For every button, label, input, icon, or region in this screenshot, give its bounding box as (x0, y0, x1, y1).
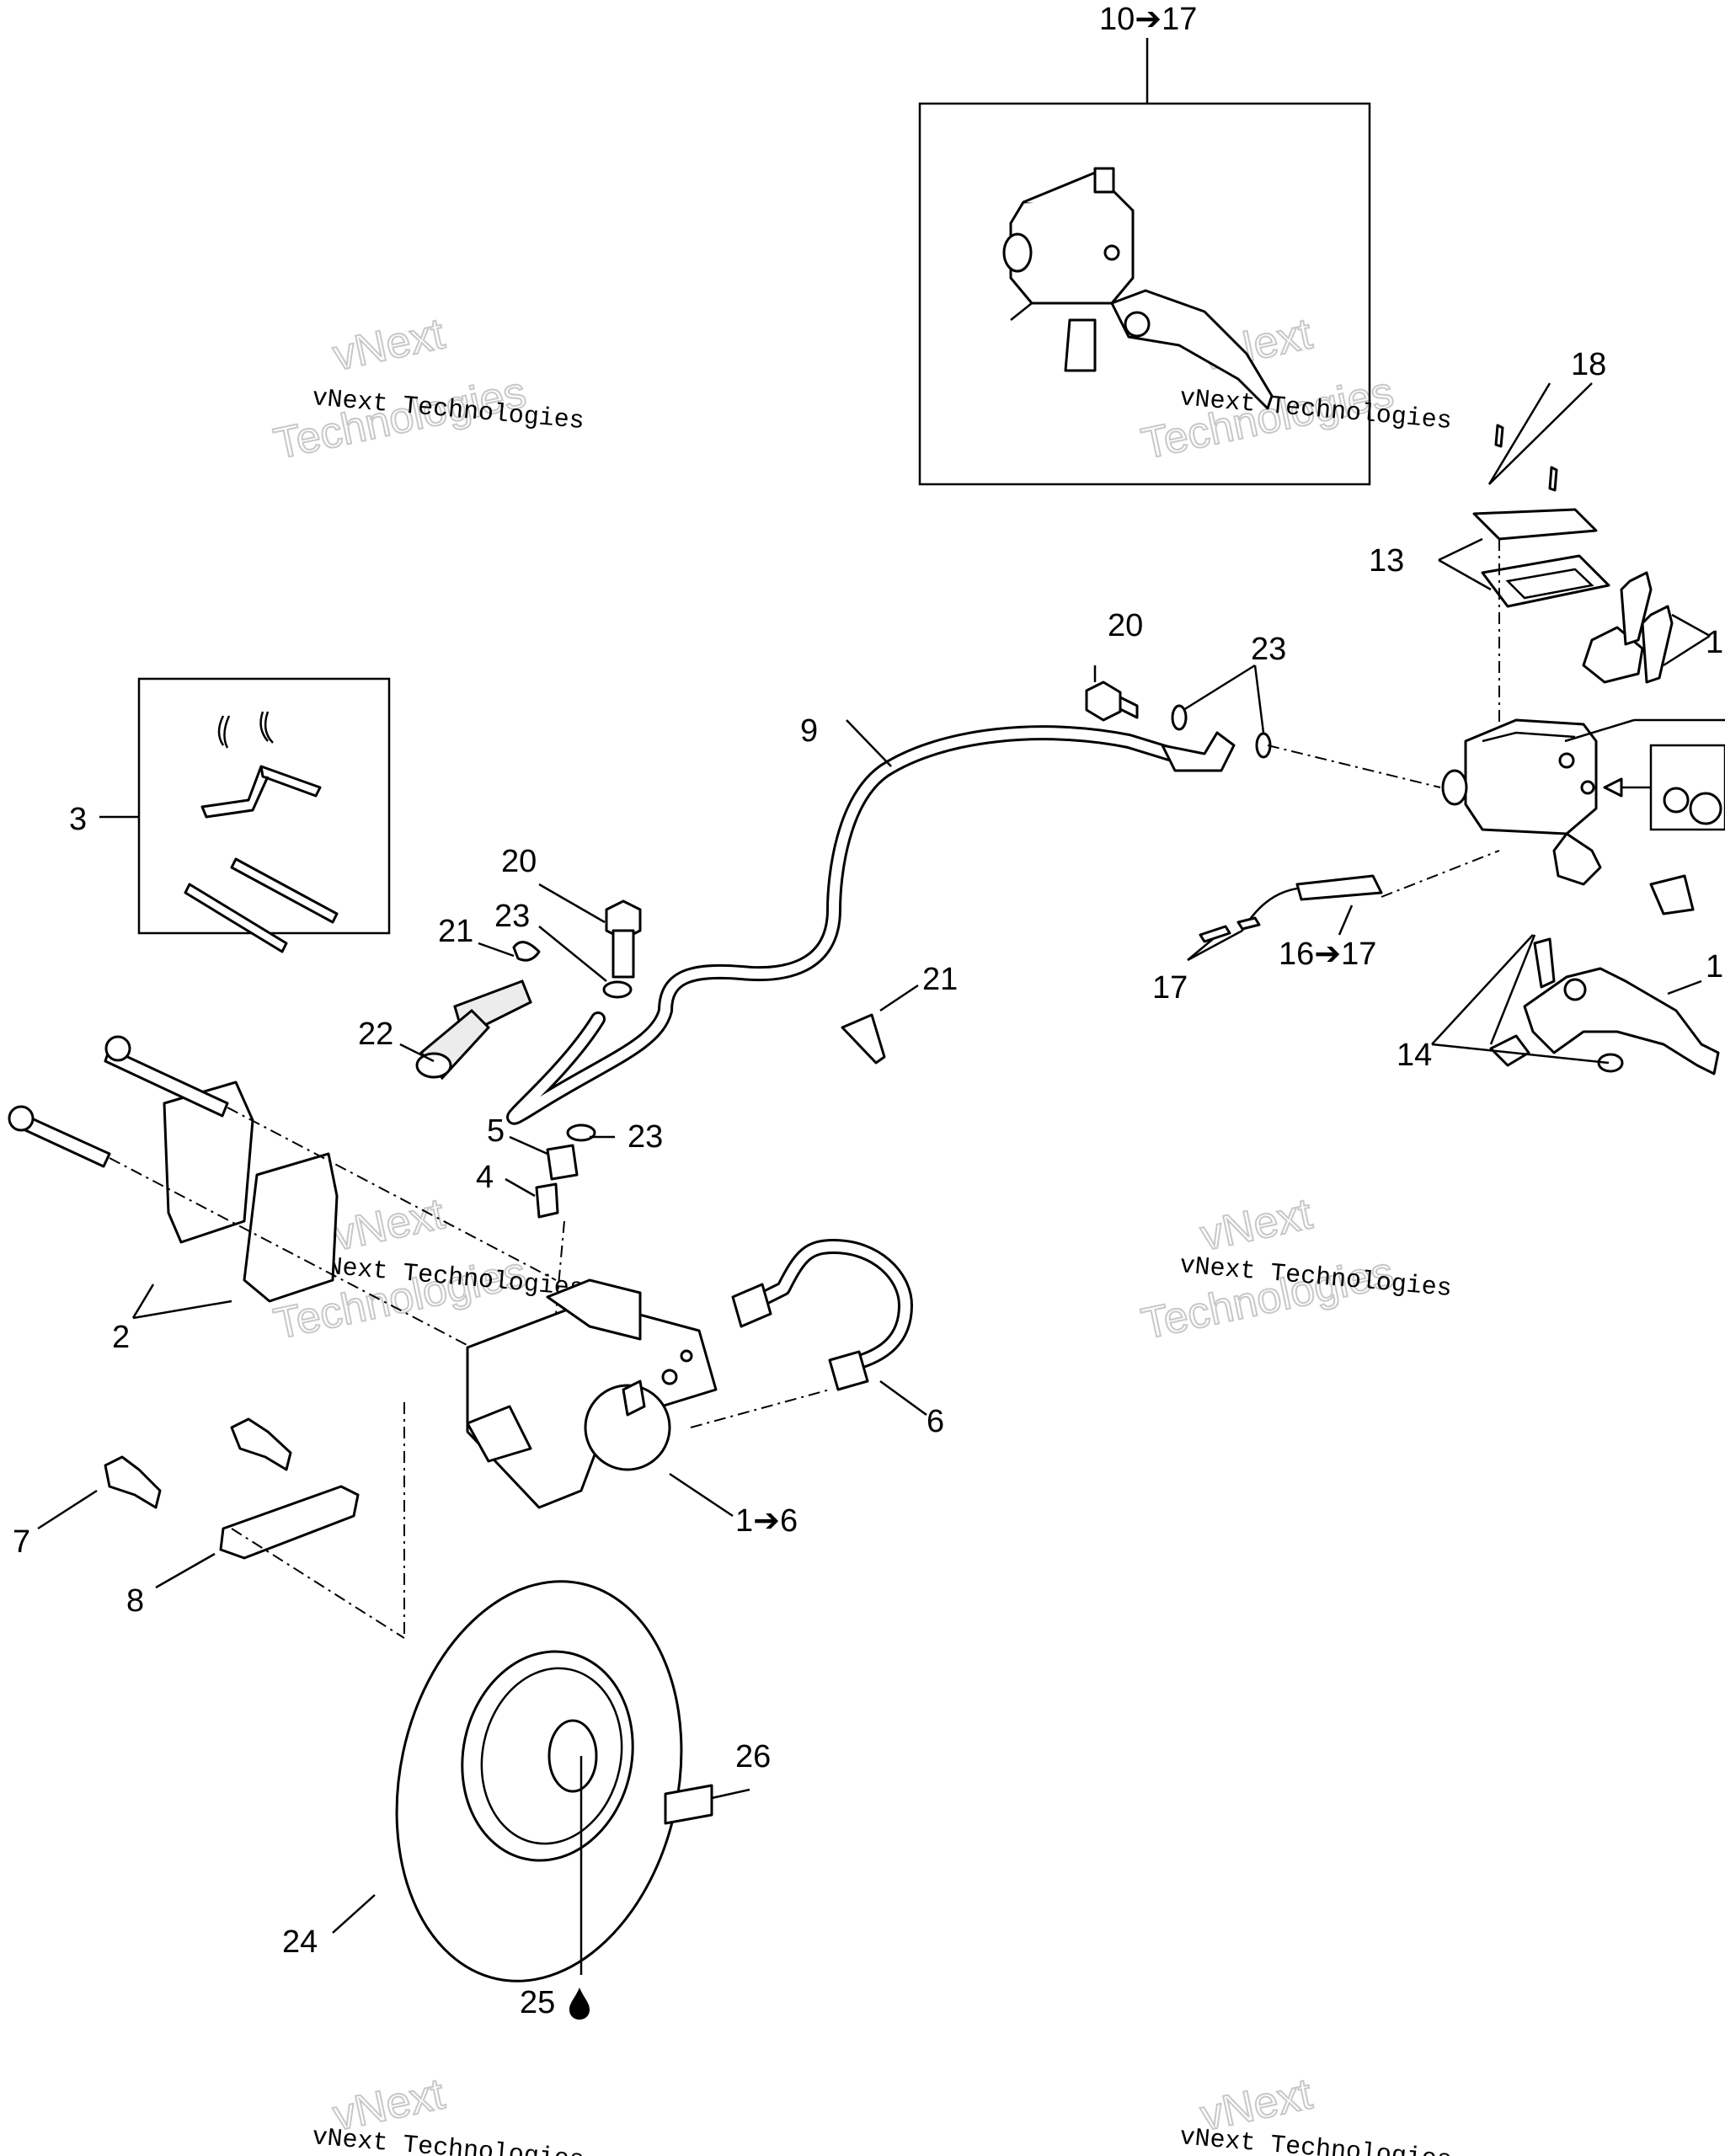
watermark-overlay-top: vNext (328, 1189, 449, 1260)
pin-2 (184, 883, 288, 953)
caliper-piston-housing (584, 1384, 671, 1471)
pad-hardware-kit (99, 677, 391, 953)
caliper-bracket (104, 1402, 405, 1639)
clamp-bolt-1 (1620, 571, 1653, 646)
callout-24: 24 (282, 1924, 318, 1960)
callout-17: 17 (1152, 970, 1188, 1006)
callout-labels: 10➔17 18 13 20 23 9 3 20 23 21 21 22 5 2… (13, 2, 1723, 2020)
callout-20-top: 20 (1108, 608, 1143, 643)
callout-22: 22 (358, 1017, 393, 1052)
banjo-bolt-top (1085, 680, 1441, 788)
brake-hose (506, 725, 1236, 1125)
callout-23-lower: 23 (494, 899, 530, 934)
leader-lines (37, 537, 1711, 1934)
banjo-bolt-lower (566, 899, 642, 1142)
hose-clamp-left (512, 941, 541, 962)
watermark-bottom-left: vNext vNext Technologies (311, 2068, 585, 2156)
callout-21-right: 21 (922, 962, 958, 997)
reservoir-diaphragm (1481, 554, 1610, 608)
callout-7: 7 (13, 1524, 30, 1560)
callout-23-top: 23 (1251, 632, 1286, 667)
hose-clamp-and-boot (415, 941, 886, 1081)
watermark-middle-right: Technologies vNext vNext Technologies (1136, 1188, 1452, 1349)
watermark-overlay-top: vNext (1196, 1189, 1316, 1260)
brake-disc-assembly (395, 1580, 713, 1983)
brake-light-switch (1199, 850, 1500, 943)
disc-key (664, 1784, 713, 1825)
master-cylinder-assembled (1002, 167, 1274, 410)
watermark-overlay-top: vNext (328, 309, 449, 380)
disc-hub (547, 1719, 598, 1793)
callout-15: 1 (1706, 949, 1723, 985)
callout-13: 13 (1369, 543, 1404, 579)
brake-pads (8, 1035, 557, 1348)
callout-6: 6 (927, 1404, 944, 1439)
inset-frame (918, 102, 1371, 486)
pin-clip-right (259, 711, 274, 744)
cover-screw-2 (1548, 466, 1558, 492)
caliper-pin-1 (104, 1047, 229, 1118)
callout-8: 8 (126, 1583, 144, 1619)
callout-16-17: 16➔17 (1279, 937, 1376, 972)
inset-master-cylinder-assembly (918, 38, 1371, 486)
watermark-text: vNext Technologies (1178, 2123, 1453, 2156)
master-cylinder-body (1464, 718, 1598, 835)
watermark-bottom-right: vNext vNext Technologies (1178, 2068, 1453, 2156)
bleeder-screw (535, 1182, 559, 1219)
callout-10-17: 10➔17 (1099, 2, 1197, 37)
tube-fitting-1 (731, 1283, 772, 1328)
lever-boot (1649, 874, 1695, 915)
reservoir-cover (1472, 508, 1598, 541)
callout-21-left: 21 (438, 914, 473, 949)
bracket-plate (219, 1485, 360, 1560)
callout-2: 2 (112, 1320, 130, 1355)
bracket-bolt-1 (104, 1455, 162, 1509)
pin-1 (230, 857, 339, 924)
callout-1-6: 1➔6 (735, 1503, 798, 1539)
callout-23-caliper: 23 (628, 1119, 663, 1155)
brake-pad-1 (163, 1081, 254, 1244)
master-cylinder-exploded (1441, 382, 1725, 915)
callout-9: 9 (800, 713, 818, 749)
lever-pivot-bolt (1533, 937, 1556, 989)
hose-clamp-right (841, 1013, 886, 1065)
cover-screw-1 (1494, 424, 1504, 448)
clamp-bolt-2 (1641, 605, 1674, 684)
brake-pad-2 (243, 1152, 339, 1303)
callout-18: 18 (1571, 347, 1606, 382)
tube-fitting-2 (828, 1350, 869, 1391)
callout-5: 5 (487, 1113, 505, 1149)
caliper-crossover-tube (690, 1239, 913, 1428)
callout-12: 1 (1706, 625, 1723, 660)
oil-drop-icon (569, 1988, 590, 2020)
watermark-top-left: Technologies vNext vNext Technologies (269, 308, 585, 469)
callout-4: 4 (476, 1160, 494, 1195)
lever-nut (1597, 1053, 1624, 1073)
pad-spring (200, 765, 322, 819)
callout-14: 14 (1397, 1038, 1432, 1073)
callout-20-lower: 20 (501, 844, 537, 879)
brake-caliper (466, 1278, 718, 1509)
watermark-text: vNext Technologies (311, 2123, 585, 2156)
kit-frame (137, 677, 391, 935)
banjo-fitting-top (1161, 731, 1236, 772)
callout-26: 26 (735, 1739, 771, 1774)
bleeder-cap (546, 1144, 579, 1181)
brake-lever (1489, 934, 1720, 1075)
pin-clip-left (217, 715, 231, 749)
callout-25: 25 (520, 1985, 555, 2020)
bracket-bolt-2 (230, 1417, 292, 1471)
callout-3: 3 (69, 802, 87, 837)
